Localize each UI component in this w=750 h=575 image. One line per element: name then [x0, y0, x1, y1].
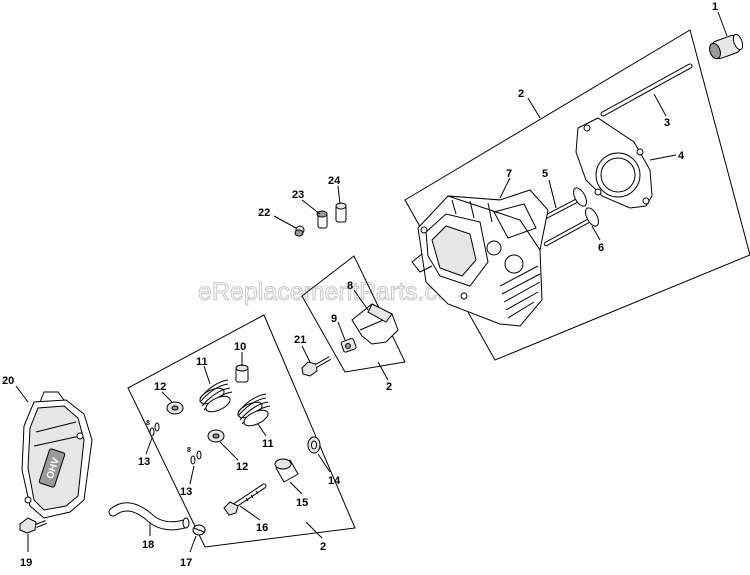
callout-22[interactable]: 22	[258, 207, 270, 219]
callout-8[interactable]: 8	[347, 280, 353, 292]
part-rocker-pivot[interactable]	[340, 337, 357, 353]
part-valve-lower[interactable]	[543, 206, 601, 247]
part-rocker-arm[interactable]	[351, 303, 399, 345]
part-cover-screw[interactable]	[19, 517, 47, 534]
part-breather-fitting[interactable]	[708, 33, 745, 60]
callout-24[interactable]: 24	[328, 175, 341, 187]
callout-labels: 1 2 3 4 5 6 7 8 9 2 10 11 11 12 12 13 13…	[2, 1, 718, 569]
callout-2-breather[interactable]: 2	[386, 381, 392, 393]
part-valve-cover[interactable]: OHV	[21, 391, 93, 519]
part-spacer[interactable]	[274, 458, 299, 483]
callout-9[interactable]: 9	[331, 313, 337, 325]
callout-3[interactable]: 3	[664, 117, 670, 129]
valve-parts-box	[127, 314, 356, 548]
part-screw-21[interactable]	[301, 356, 331, 377]
callout-7[interactable]: 7	[506, 168, 512, 180]
part-push-rod[interactable]	[600, 63, 693, 117]
part-washer[interactable]	[307, 436, 321, 454]
part-pin[interactable]	[235, 364, 249, 383]
callout-20[interactable]: 20	[2, 375, 14, 387]
callout-5[interactable]: 5	[542, 168, 548, 180]
part-screw-22[interactable]	[294, 225, 305, 237]
part-valve-spring-upper[interactable]	[198, 379, 233, 415]
part-bolt[interactable]	[223, 483, 267, 516]
part-valve-spring-lower[interactable]	[236, 393, 271, 429]
part-valve-keepers-lower[interactable]	[190, 450, 202, 465]
callout-21[interactable]: 21	[294, 334, 306, 346]
small-label-8a: 8	[146, 420, 150, 427]
breather-assembly-box	[301, 255, 406, 373]
callout-15[interactable]: 15	[296, 497, 308, 509]
callout-10[interactable]: 10	[234, 341, 246, 353]
callout-13-lower[interactable]: 13	[180, 486, 192, 498]
callout-11-lower[interactable]: 11	[262, 438, 274, 450]
callout-2-valve[interactable]: 2	[320, 541, 326, 553]
part-valve-keepers-upper[interactable]	[149, 422, 160, 437]
part-cylinder-head[interactable]	[411, 189, 549, 327]
part-fitting-24[interactable]	[335, 202, 347, 223]
part-fitting-23[interactable]	[316, 210, 328, 229]
callout-19[interactable]: 19	[20, 557, 32, 569]
callout-16[interactable]: 16	[256, 522, 268, 534]
callout-2-head[interactable]: 2	[518, 88, 524, 100]
callout-11-upper[interactable]: 11	[196, 356, 208, 368]
part-spring-retainer-upper[interactable]	[166, 401, 184, 415]
part-hose-clamp[interactable]	[192, 524, 206, 536]
leader-lines	[15, 11, 728, 553]
callout-4[interactable]: 4	[678, 150, 685, 162]
callout-17[interactable]: 17	[180, 557, 192, 569]
part-head-gasket[interactable]	[575, 117, 653, 209]
part-spring-retainer-lower[interactable]	[207, 429, 225, 443]
callout-23[interactable]: 23	[292, 189, 304, 201]
part-breather-hose[interactable]	[108, 502, 190, 531]
callout-13-upper[interactable]: 13	[138, 456, 150, 468]
callout-12-upper[interactable]: 12	[154, 381, 166, 393]
callout-14[interactable]: 14	[328, 475, 341, 487]
small-label-8b: 8	[187, 447, 191, 454]
callout-6[interactable]: 6	[598, 242, 604, 254]
callout-12-lower[interactable]: 12	[236, 461, 248, 473]
callout-1[interactable]: 1	[712, 1, 718, 13]
callout-18[interactable]: 18	[142, 539, 154, 551]
